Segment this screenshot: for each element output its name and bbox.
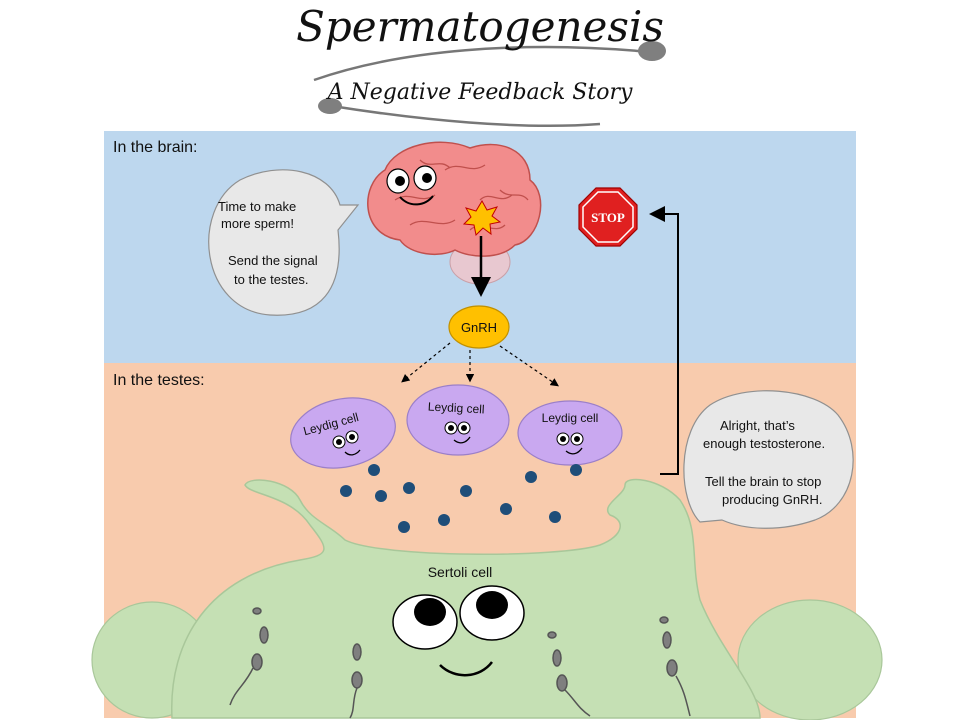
brain-illustration xyxy=(367,141,542,285)
testes-bubble-line3: Tell the brain to stop xyxy=(705,474,821,489)
leydig-cell-label: Leydig cell xyxy=(428,400,485,417)
testosterone-molecules xyxy=(340,464,582,533)
stop-sign-icon: STOP xyxy=(578,187,638,247)
stop-sign-label: STOP xyxy=(591,210,625,225)
testes-bubble-line4: producing GnRH. xyxy=(722,492,822,507)
sertoli-label: Sertoli cell xyxy=(428,564,493,580)
negative-feedback-arrow xyxy=(649,206,679,475)
brain-bubble-line1: Time to make xyxy=(218,199,296,214)
gnrh-to-leydig-arrows xyxy=(401,342,559,387)
leydig-cell-label: Leydig cell xyxy=(542,411,599,425)
developing-sperm xyxy=(229,607,691,719)
title-decoration xyxy=(313,41,666,127)
testes-speech-bubble: Alright, that’s enough testosterone. Tel… xyxy=(683,390,854,529)
leydig-cell: Leydig cell xyxy=(517,400,623,466)
page-title: Spermatogenesis xyxy=(296,2,664,51)
brain-bubble-line2: more sperm! xyxy=(221,216,294,231)
brain-bubble-line4: to the testes. xyxy=(234,272,308,287)
brain-region-label: In the brain: xyxy=(113,139,198,156)
leydig-cell: Leydig cell xyxy=(406,384,510,456)
testes-bubble-line2: enough testosterone. xyxy=(703,436,825,451)
page-subtitle: A Negative Feedback Story xyxy=(327,80,633,105)
gnrh-label: GnRH xyxy=(461,320,497,335)
brain-bubble-line3: Send the signal xyxy=(228,253,318,268)
hypothalamus-star-icon xyxy=(462,200,502,237)
testes-bubble-line1: Alright, that’s xyxy=(720,418,795,433)
gnrh-hormone xyxy=(448,305,510,349)
brain-speech-bubble: Time to make more sperm! Send the signal… xyxy=(208,169,360,316)
testes-region-label: In the testes: xyxy=(113,372,205,389)
leydig-cell: Leydig cell xyxy=(290,397,396,469)
sertoli-cell xyxy=(91,478,883,720)
